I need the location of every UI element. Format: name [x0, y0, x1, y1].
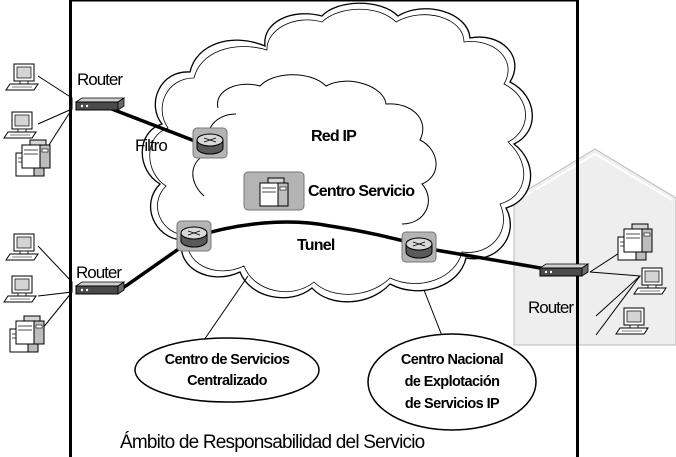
router-label-top: Router — [77, 70, 123, 89]
router-icon — [539, 263, 589, 277]
router-icon — [75, 281, 125, 295]
filter-router-icon — [192, 127, 228, 159]
oval-national-line2: de Explotación — [405, 374, 500, 390]
ip-router-icon — [401, 231, 437, 263]
ip-network-label: Red IP — [311, 128, 357, 145]
centralized-services-oval: Centro de Servicios Centralizado — [134, 337, 320, 403]
pc-icon — [3, 111, 37, 139]
oval-centralized-line1: Centro de Servicios — [165, 352, 290, 368]
router-label-middle: Router — [76, 263, 122, 282]
centro-servicio-node — [243, 171, 305, 211]
ip-router-icon — [176, 220, 212, 252]
pc-icon — [5, 63, 39, 91]
pc-icon — [5, 233, 39, 261]
scope-caption: Ámbito de Responsabilidad del Servicio — [120, 432, 425, 453]
tunnel-line — [189, 220, 425, 248]
centro-servicio-label: Centro Servicio — [308, 183, 415, 200]
pc-icon — [3, 275, 37, 303]
router-icon — [75, 97, 125, 111]
tunnel-label: Tunel — [297, 237, 335, 254]
server-icon — [21, 139, 51, 169]
national-center-oval: Centro Nacional de Explotación de Servic… — [367, 333, 537, 431]
scope-frame — [69, 0, 579, 457]
oval-national-line1: Centro Nacional — [401, 352, 503, 368]
filter-label: Filtro — [135, 136, 167, 155]
oval-centralized-line2: Centralizado — [187, 373, 268, 389]
router-label-right: Router — [528, 298, 574, 317]
building-icon — [513, 148, 676, 346]
server-icon — [15, 315, 45, 345]
oval-national-line3: de Servicios IP — [405, 396, 500, 412]
